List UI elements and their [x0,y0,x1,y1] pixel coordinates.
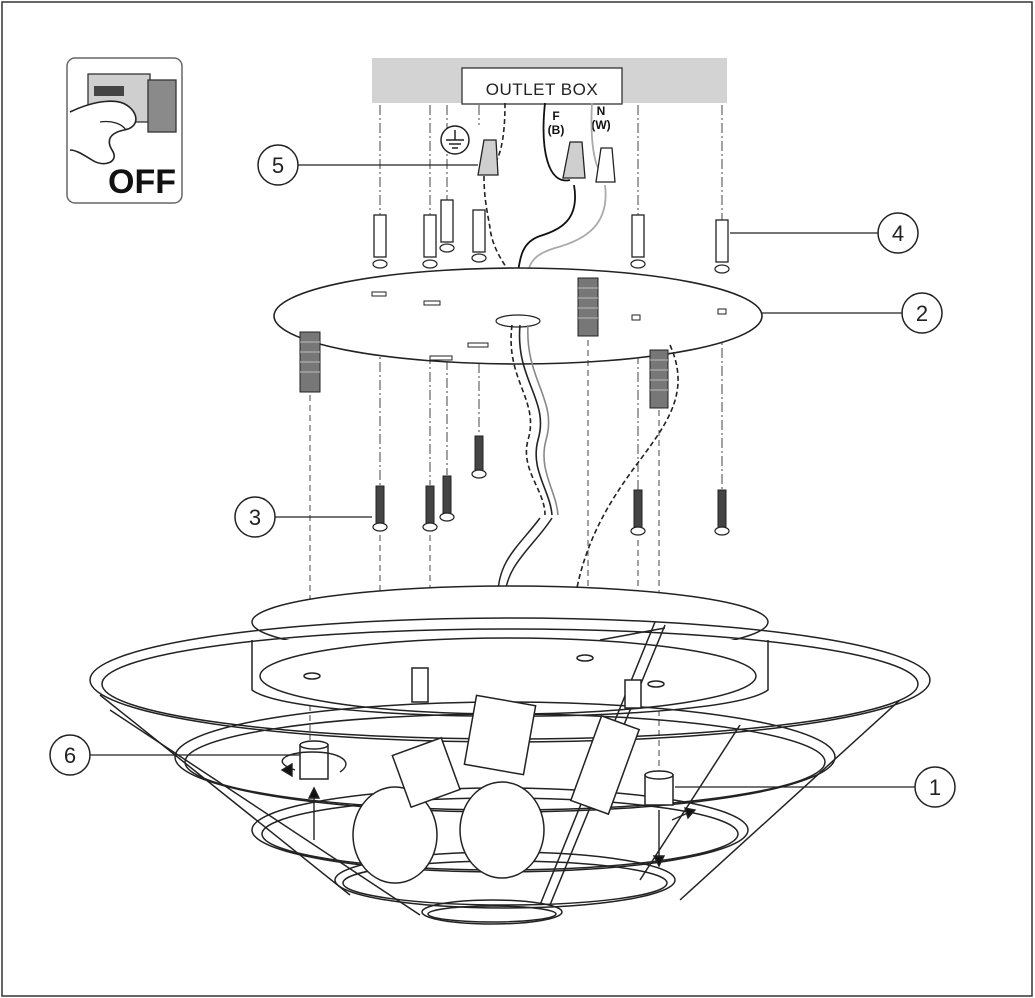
ceiling-fixture [89,585,931,925]
fixture-cable [497,324,679,599]
callout-3: 3 [234,496,372,538]
callout-4: 4 [730,212,919,254]
callout-4-label: 4 [892,221,904,246]
threaded-rods [299,277,669,409]
callout-6: 6 [49,734,300,776]
live-wire-color-label: (B) [548,123,565,137]
callout-3-label: 3 [249,505,261,530]
ground-symbol-icon [440,125,470,155]
anchor-screw-heads [372,243,730,274]
alignment-lines [379,105,723,490]
neutral-wire-label: N [597,104,606,118]
neutral-wire-color-label: (W) [591,118,610,132]
callout-1: 1 [675,766,956,808]
callout-2: 2 [762,292,943,334]
wire-labels: F (B) N (W) [548,104,611,137]
rotation-arrows [280,751,697,868]
rod-threads [300,287,668,391]
screw-heads [372,469,730,536]
live-wire-label: F [552,109,559,123]
outlet-box-label: OUTLET BOX [486,80,598,99]
callout-5-label: 5 [272,153,284,178]
wall-anchors [373,199,729,263]
mounting-plate [273,267,763,365]
mounting-screws [375,435,727,529]
power-switch-off-icon: OFF [66,57,183,204]
callout-5: 5 [257,144,478,186]
callout-1-label: 1 [929,775,941,800]
outlet-box: OUTLET BOX [372,58,727,105]
switch-state-label: OFF [108,163,176,201]
wire-connectors [477,139,616,183]
callout-2-label: 2 [916,301,928,326]
callout-6-label: 6 [64,743,76,768]
